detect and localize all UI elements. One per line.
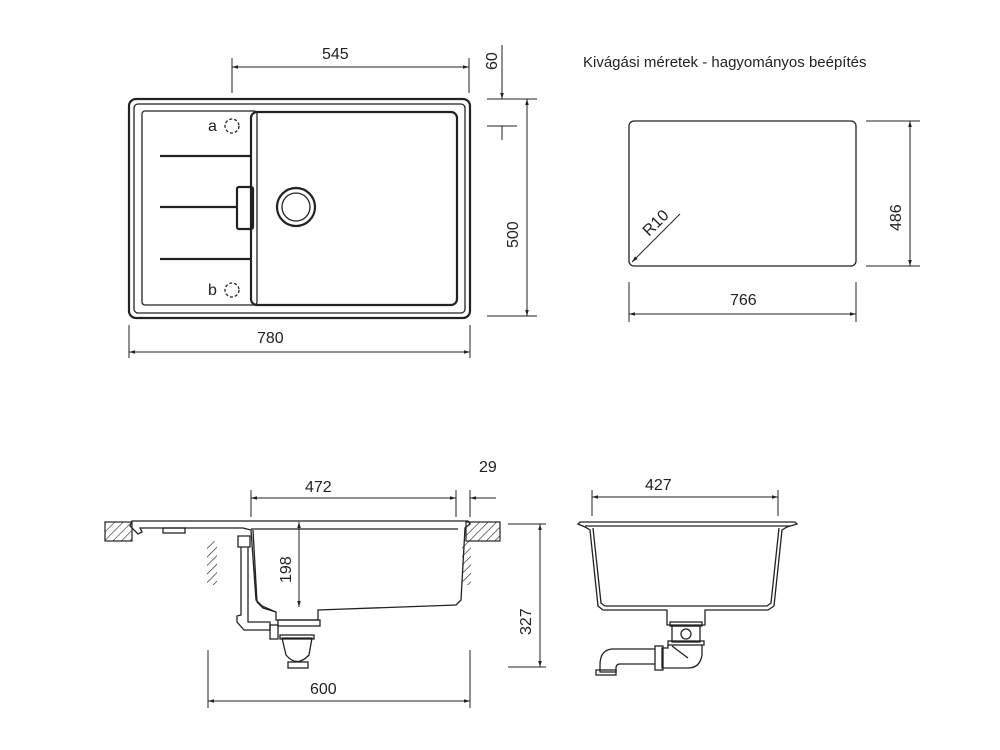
dimension-60-label: 60 bbox=[484, 52, 501, 70]
cabinet-wall-left bbox=[207, 541, 217, 585]
sink-profile bbox=[576, 521, 799, 626]
tap-hole-a-label: a bbox=[208, 118, 217, 135]
drainer-area bbox=[141, 110, 258, 306]
dimension-198-label: 198 bbox=[278, 556, 295, 583]
bowl-outline bbox=[249, 110, 459, 307]
trap-nut bbox=[654, 645, 664, 671]
overflow-pipe bbox=[236, 535, 271, 631]
dimension-427: 427 bbox=[591, 477, 779, 516]
cutout-outline bbox=[628, 120, 857, 267]
drain-flange bbox=[277, 619, 321, 627]
drain-body bbox=[671, 625, 701, 643]
cutout-title: Kivágási méretek - hagyományos beépítés bbox=[583, 54, 866, 71]
dimension-198: 198 bbox=[278, 522, 301, 607]
pipe-nut bbox=[269, 624, 279, 640]
tap-hole-b-label: b bbox=[208, 282, 217, 299]
sink-side-section bbox=[104, 520, 501, 669]
sink-outer-edge bbox=[127, 97, 472, 320]
dimension-600-label: 600 bbox=[310, 681, 337, 698]
dimension-600: 600 bbox=[207, 650, 471, 708]
dimension-472: 472 29 bbox=[250, 459, 497, 517]
dimension-327-label: 327 bbox=[518, 608, 535, 635]
drainer-channel bbox=[162, 527, 186, 534]
dimension-545-label: 545 bbox=[322, 46, 349, 63]
dimension-486-label: 486 bbox=[888, 204, 905, 231]
dimension-472-label: 472 bbox=[305, 479, 332, 496]
countertop-left bbox=[104, 521, 133, 542]
sink-inner-edge bbox=[133, 103, 466, 314]
sink-top-view: a b bbox=[127, 97, 472, 320]
countertop-right bbox=[465, 521, 501, 542]
cabinet-wall-right bbox=[462, 541, 471, 585]
dimension-r10-label: R10 bbox=[640, 207, 673, 240]
tap-hole-a-icon bbox=[224, 118, 240, 134]
overflow-tab bbox=[235, 185, 255, 231]
dimension-500-label: 500 bbox=[505, 221, 522, 248]
dimension-766: 766 bbox=[628, 282, 857, 322]
dimension-780: 780 bbox=[128, 325, 471, 358]
drain-inner-ring bbox=[281, 192, 311, 222]
dimension-500: 500 bbox=[487, 99, 537, 317]
dimension-327: 327 bbox=[508, 523, 546, 668]
dimension-427-label: 427 bbox=[645, 477, 672, 494]
dimension-r10: R10 bbox=[631, 207, 681, 263]
sink-profile bbox=[129, 520, 471, 621]
dimension-780-label: 780 bbox=[257, 330, 284, 347]
dimension-29-label: 29 bbox=[479, 459, 497, 476]
dimension-60: 60 bbox=[484, 45, 537, 140]
dimension-486: 486 bbox=[866, 120, 920, 267]
drain-basket bbox=[281, 637, 313, 663]
drain-outer-ring bbox=[275, 186, 317, 228]
trap-elbow bbox=[661, 645, 703, 669]
tap-hole-b-icon bbox=[224, 282, 240, 298]
sink-front-section bbox=[576, 521, 799, 676]
waste-pipe bbox=[599, 648, 655, 673]
dimension-766-label: 766 bbox=[730, 292, 757, 309]
dimension-545: 545 bbox=[231, 46, 470, 93]
